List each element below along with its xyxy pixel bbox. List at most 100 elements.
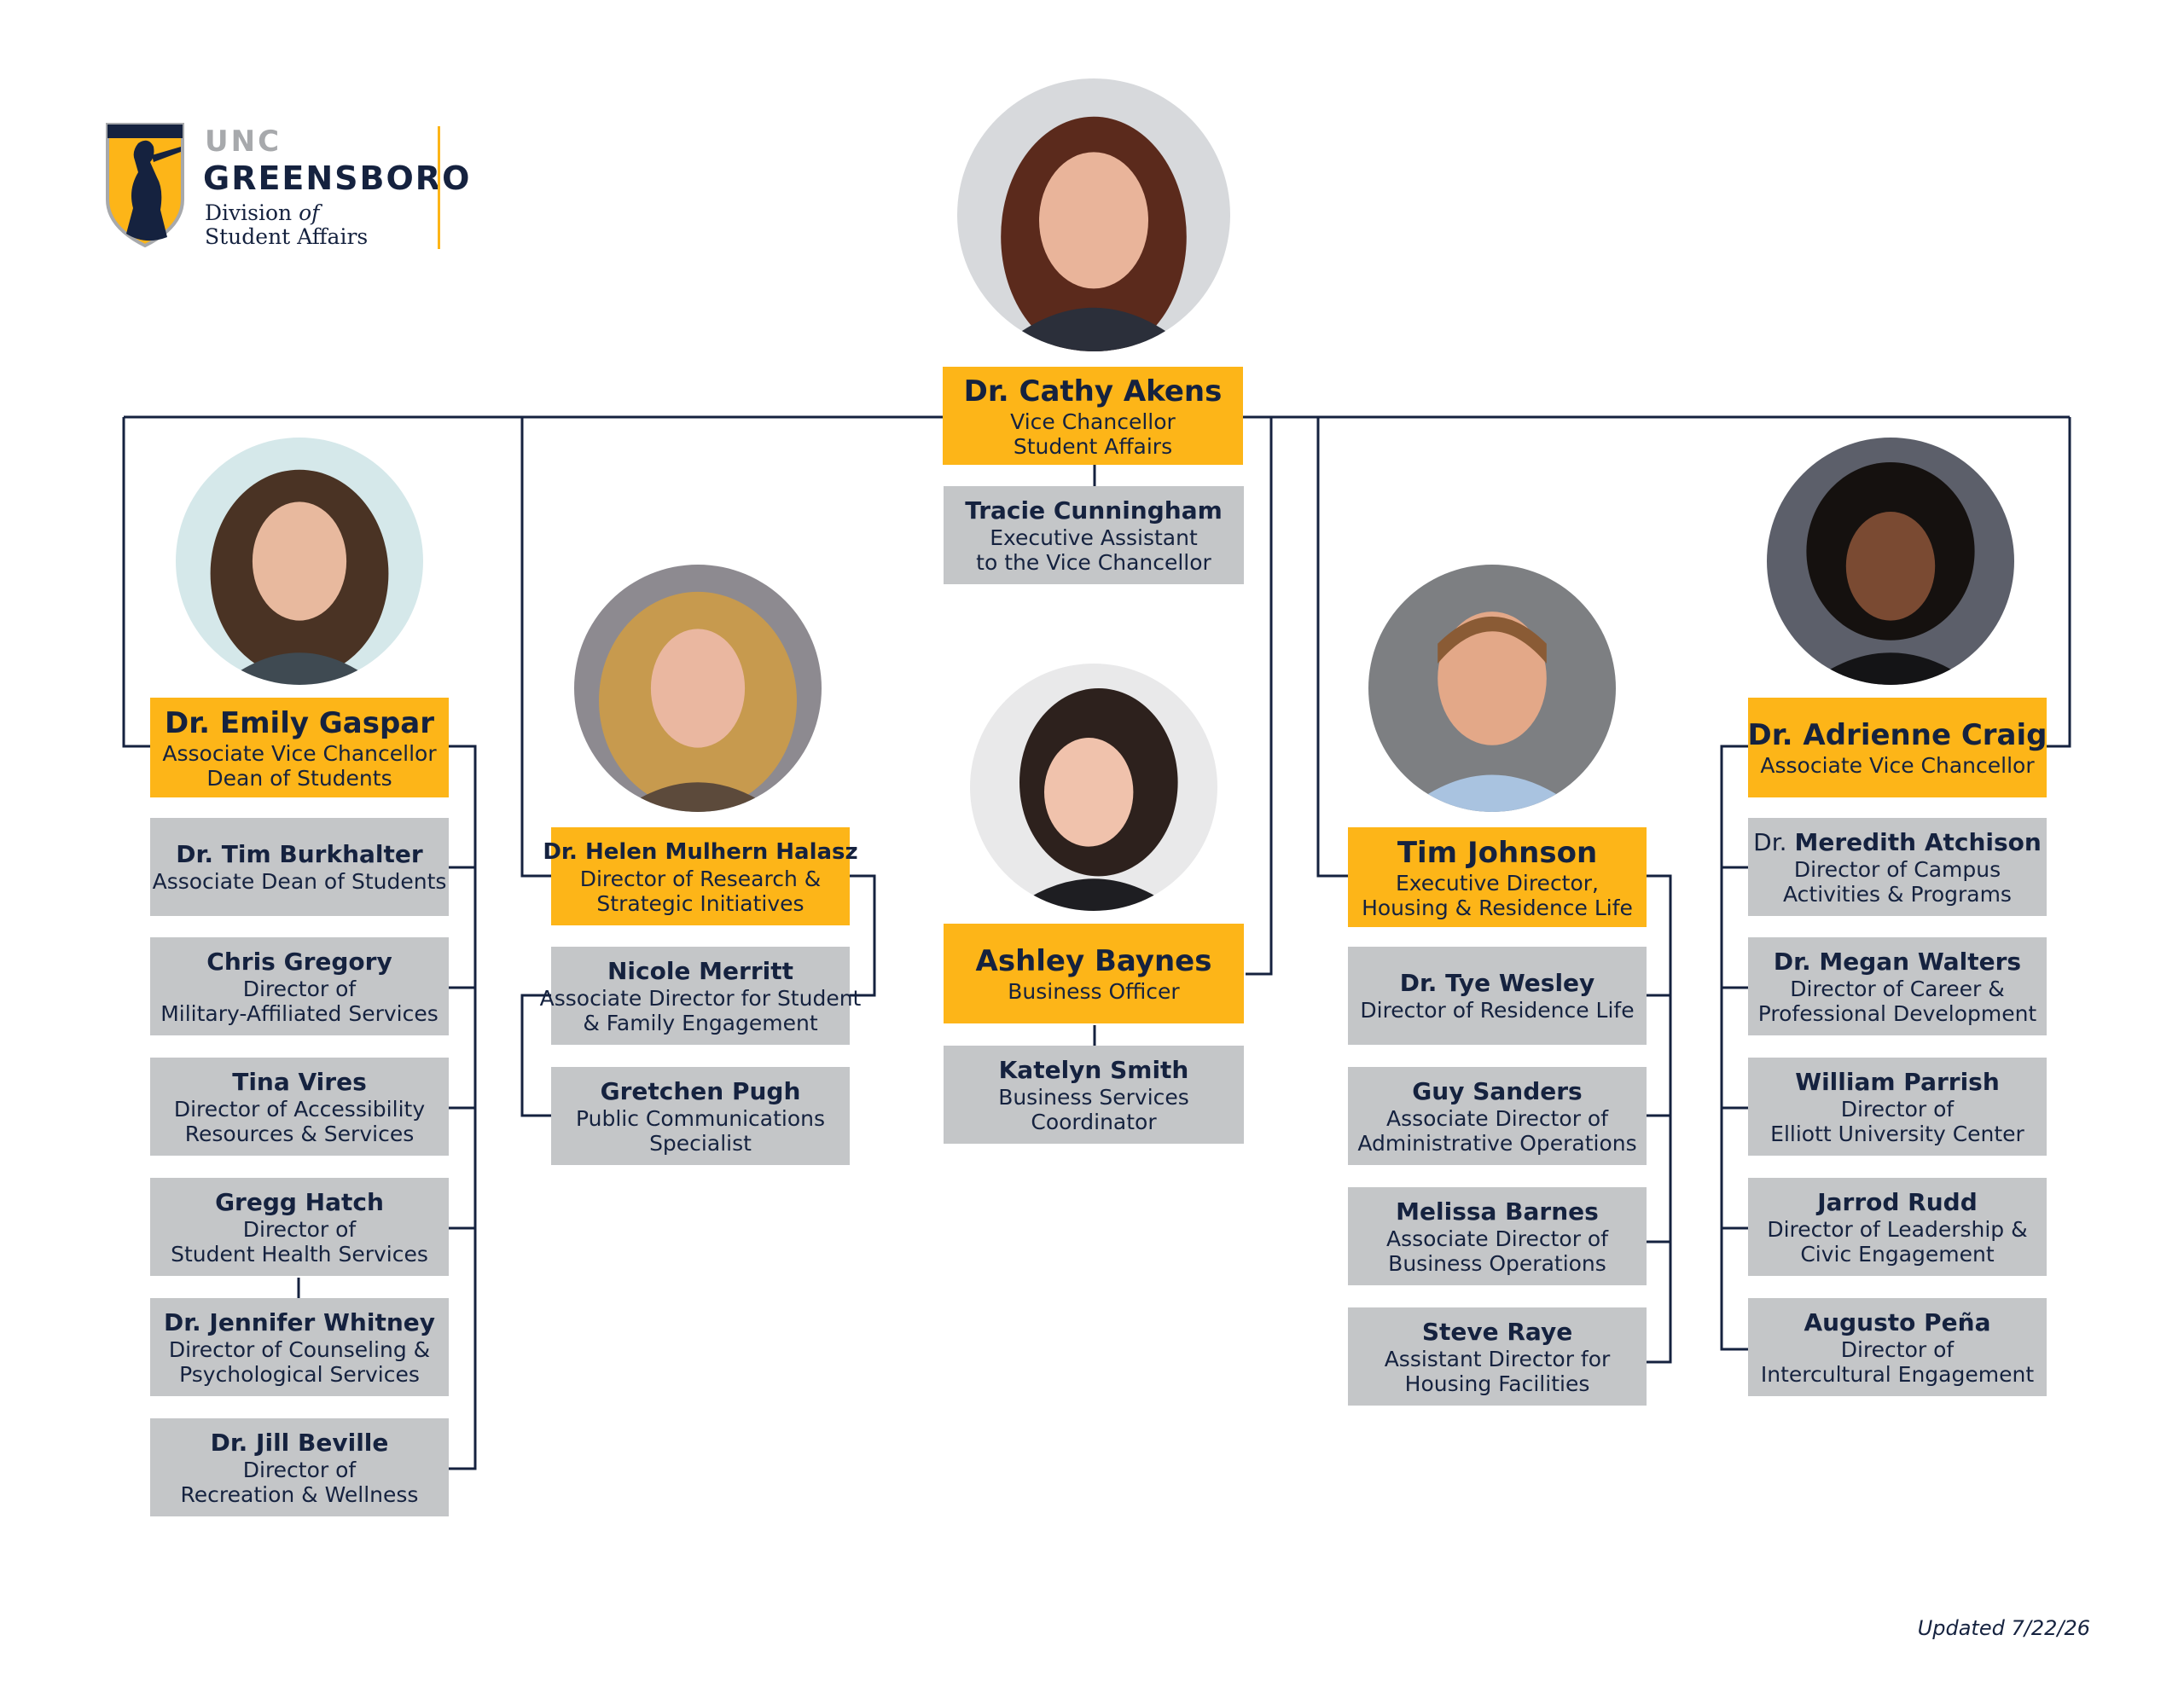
person-title-line: Military-Affiliated Services — [160, 1000, 439, 1026]
box-jarrod-rudd: Jarrod Rudd Director of Leadership & Civ… — [1748, 1178, 2047, 1276]
johnson-branch-ticks — [1647, 994, 1670, 1244]
person-title-line: Associate Director for Student — [539, 985, 862, 1011]
person-title-line: Director of — [242, 976, 357, 1001]
box-helen-mulhern-halasz: Dr. Helen Mulhern Halasz Director of Res… — [543, 827, 858, 925]
person-title-line: Director of Campus — [1793, 856, 2001, 882]
johnson-connector — [1316, 417, 1348, 878]
name-prefix: Dr. — [1753, 827, 1795, 856]
person-name: Gregg Hatch — [215, 1187, 384, 1216]
photo-helen-mulhern-halasz — [574, 565, 822, 812]
halasz-merritt-connector — [848, 874, 876, 997]
person-name: Ashley Baynes — [975, 944, 1212, 978]
person-title-line: Associate Vice Chancellor — [1760, 753, 2035, 778]
name-main: Meredith Atchison — [1794, 827, 2042, 856]
logo-division-text: Division of — [205, 200, 320, 225]
logo-divider — [438, 126, 440, 249]
craig-branch-line — [1720, 745, 1748, 1351]
person-name: Chris Gregory — [206, 947, 392, 976]
person-title-line: Elliott University Center — [1770, 1121, 2024, 1146]
box-emily-gaspar: Dr. Emily Gaspar Associate Vice Chancell… — [150, 698, 449, 797]
box-meredith-atchison: Dr. Meredith Atchison Director of Campus… — [1748, 818, 2047, 916]
person-title-line: Strategic Initiatives — [596, 890, 804, 916]
box-guy-sanders: Guy Sanders Associate Director of Admini… — [1348, 1067, 1647, 1165]
person-title-line: Housing & Residence Life — [1362, 895, 1633, 920]
person-title-line: Associate Vice Chancellor — [162, 740, 437, 766]
person-title-line: Dean of Students — [206, 765, 392, 791]
johnson-branch-line — [1647, 874, 1672, 1364]
person-name: Tina Vires — [232, 1067, 367, 1096]
box-gregg-hatch: Gregg Hatch Director of Student Health S… — [150, 1178, 449, 1276]
person-title-line: Psychological Services — [179, 1361, 420, 1387]
logo-student-affairs-text: Student Affairs — [205, 224, 369, 249]
box-william-parrish: William Parrish Director of Elliott Univ… — [1748, 1058, 2047, 1156]
box-nicole-merritt: Nicole Merritt Associate Director for St… — [540, 947, 861, 1045]
person-title-line: Director of — [242, 1457, 357, 1482]
person-title-line: to the Vice Chancellor — [976, 549, 1211, 575]
box-ashley-baynes: Ashley Baynes Business Officer — [944, 924, 1244, 1023]
person-title-line: Associate Director of — [1385, 1226, 1609, 1251]
person-title-line: Assistant Director for — [1384, 1346, 1611, 1371]
merritt-pugh-connector — [520, 994, 551, 1117]
box-tina-vires: Tina Vires Director of Accessibility Res… — [150, 1058, 449, 1156]
person-name: Steve Raye — [1421, 1317, 1573, 1346]
person-name: Dr. Jennifer Whitney — [163, 1307, 436, 1336]
box-tracie-cunningham: Tracie Cunningham Executive Assistant to… — [944, 486, 1244, 584]
person-title-line: Student Health Services — [171, 1241, 428, 1267]
box-megan-walters: Dr. Megan Walters Director of Career & P… — [1748, 937, 2047, 1035]
box-gretchen-pugh: Gretchen Pugh Public Communications Spec… — [551, 1067, 850, 1165]
person-name: Dr. Meredith Atchison — [1753, 828, 2042, 857]
spartan-shield-icon — [106, 123, 184, 247]
person-title-line: Director of Leadership & — [1767, 1216, 2028, 1242]
box-melissa-barnes: Melissa Barnes Associate Director of Bus… — [1348, 1187, 1647, 1285]
person-title-line: Housing Facilities — [1404, 1371, 1590, 1396]
person-title-line: Associate Director of — [1385, 1105, 1609, 1131]
craig-branch-ticks — [1722, 866, 1748, 1230]
craig-connector — [2043, 417, 2071, 748]
gaspar-branch-ticks — [448, 866, 475, 1230]
logo-unc-text: UNC — [205, 125, 282, 159]
box-chris-gregory: Chris Gregory Director of Military-Affil… — [150, 937, 449, 1035]
person-title-line: Student Affairs — [1013, 433, 1173, 459]
person-name: Katelyn Smith — [998, 1055, 1189, 1084]
person-title-line: Business Services — [998, 1084, 1189, 1110]
box-steve-raye: Steve Raye Assistant Director for Housin… — [1348, 1307, 1647, 1406]
person-title-line: Business Officer — [1008, 979, 1180, 1004]
box-cathy-akens: Dr. Cathy Akens Vice Chancellor Student … — [943, 367, 1243, 465]
gaspar-connector — [122, 417, 151, 748]
person-title-line: Executive Director, — [1395, 870, 1600, 896]
box-jennifer-whitney: Dr. Jennifer Whitney Director of Counsel… — [150, 1298, 449, 1396]
person-title-line: Activities & Programs — [1783, 881, 2012, 907]
person-title-line: Coordinator — [1031, 1109, 1157, 1134]
person-title-line: Director of — [242, 1216, 357, 1242]
person-name: Gretchen Pugh — [600, 1076, 801, 1105]
person-name: Dr. Emily Gaspar — [165, 705, 434, 740]
box-tim-burkhalter: Dr. Tim Burkhalter Associate Dean of Stu… — [150, 818, 449, 916]
person-title-line: Public Communications — [575, 1105, 825, 1131]
person-name: Tim Johnson — [1397, 835, 1598, 870]
person-name: Guy Sanders — [1412, 1076, 1583, 1105]
photo-adrienne-craig — [1767, 438, 2014, 685]
person-name: Dr. Tim Burkhalter — [176, 840, 423, 868]
box-tim-johnson: Tim Johnson Executive Director, Housing … — [1348, 827, 1647, 927]
person-name: Dr. Adrienne Craig — [1747, 718, 2048, 752]
person-title-line: & Family Engagement — [583, 1010, 818, 1035]
person-name: Nicole Merritt — [607, 956, 794, 985]
unc-greensboro-logo: UNC GREENSBORO Division of Student Affai… — [104, 118, 469, 254]
person-name: Dr. Helen Mulhern Halasz — [543, 838, 858, 865]
person-name: William Parrish — [1795, 1067, 2000, 1096]
person-name: Dr. Jill Beville — [210, 1428, 389, 1457]
box-katelyn-smith: Katelyn Smith Business Services Coordina… — [944, 1046, 1244, 1144]
person-title-line: Recreation & Wellness — [180, 1481, 419, 1507]
person-name: Augusto Peña — [1804, 1307, 1991, 1336]
person-title-line: Business Operations — [1388, 1250, 1606, 1276]
box-augusto-pena: Augusto Peña Director of Intercultural E… — [1748, 1298, 2047, 1396]
person-title-line: Director of Counseling & — [168, 1336, 431, 1362]
photo-tim-johnson — [1368, 565, 1616, 812]
person-title-line: Director of Accessibility — [173, 1096, 426, 1122]
photo-emily-gaspar — [176, 438, 423, 685]
updated-date: Updated 7/22/26 — [1917, 1616, 2090, 1640]
person-title-line: Associate Dean of Students — [152, 869, 447, 894]
person-name: Jarrod Rudd — [1817, 1187, 1978, 1216]
person-title-line: Administrative Operations — [1357, 1130, 1637, 1156]
